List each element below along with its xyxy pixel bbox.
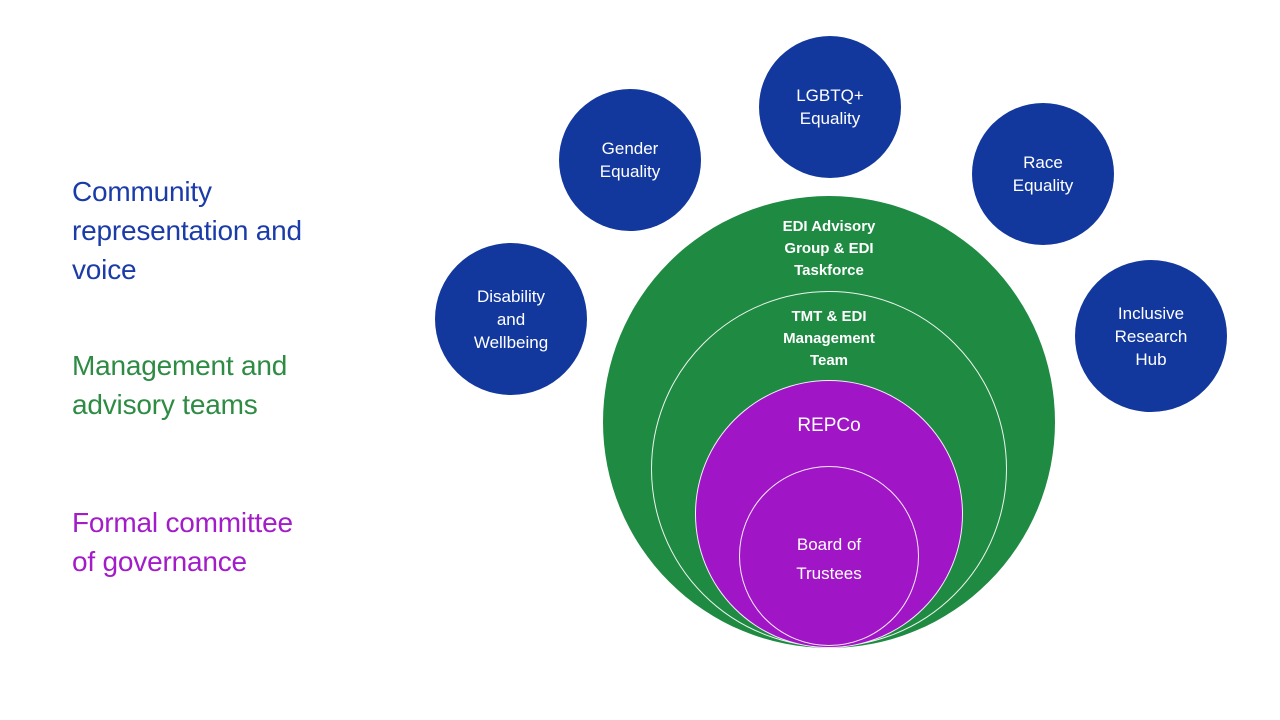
satellite-label: Disability and Wellbeing bbox=[474, 285, 548, 354]
legend-management-advisory: Management and advisory teams bbox=[72, 346, 287, 424]
legend-line: advisory teams bbox=[72, 389, 258, 420]
satellite-label: LGBTQ+ Equality bbox=[796, 84, 864, 130]
legend-line: Management and bbox=[72, 350, 288, 381]
label-line: Hub bbox=[1135, 349, 1167, 369]
label-line: Wellbeing bbox=[473, 332, 549, 352]
label-line: Race bbox=[1023, 153, 1063, 172]
label-line: Research bbox=[1114, 326, 1188, 346]
board-of-trustees-ring bbox=[739, 466, 919, 646]
board-of-trustees-label: Board of Trustees bbox=[719, 530, 939, 588]
label-line: Group & EDI bbox=[784, 240, 874, 257]
label-line: Board of bbox=[796, 535, 862, 554]
satellite-label: Race Equality bbox=[1013, 151, 1073, 197]
tmt-management-label: TMT & EDI Management Team bbox=[719, 306, 939, 372]
legend-community-representation: Community representation and voice bbox=[72, 172, 302, 289]
label-line: Equality bbox=[1012, 176, 1074, 195]
label-line: Gender bbox=[601, 139, 659, 158]
legend-formal-committee: Formal committee of governance bbox=[72, 503, 293, 581]
legend-line: Formal committee bbox=[72, 507, 293, 538]
label-line: Disability bbox=[476, 286, 546, 306]
satellite-lgbtq-equality: LGBTQ+ Equality bbox=[759, 36, 901, 178]
legend-line: Community bbox=[72, 176, 212, 207]
legend-line: voice bbox=[72, 254, 137, 285]
legend-line: representation and bbox=[72, 215, 302, 246]
advisory-group-label: EDI Advisory Group & EDI Taskforce bbox=[719, 216, 939, 282]
satellite-race-equality: Race Equality bbox=[972, 103, 1114, 245]
satellite-gender-equality: Gender Equality bbox=[559, 89, 701, 231]
satellite-label: Inclusive Research Hub bbox=[1115, 302, 1188, 371]
label-line: Equality bbox=[799, 109, 861, 128]
label-line: Management bbox=[783, 330, 875, 347]
satellite-label: Gender Equality bbox=[600, 137, 660, 183]
label-line: EDI Advisory bbox=[782, 218, 876, 235]
satellite-disability-wellbeing: Disability and Wellbeing bbox=[435, 243, 587, 395]
label-line: Inclusive bbox=[1117, 303, 1185, 323]
label-line: Equality bbox=[599, 162, 661, 181]
label-line: TMT & EDI bbox=[791, 308, 867, 325]
legend-line: of governance bbox=[72, 546, 247, 577]
repco-label: REPCo bbox=[797, 415, 861, 436]
satellite-inclusive-research-hub: Inclusive Research Hub bbox=[1075, 260, 1227, 412]
label-line: and bbox=[496, 309, 526, 329]
label-line: Team bbox=[809, 352, 849, 369]
label-line: Trustees bbox=[796, 564, 862, 583]
label-line: Taskforce bbox=[794, 262, 864, 279]
label-line: LGBTQ+ bbox=[796, 86, 864, 105]
